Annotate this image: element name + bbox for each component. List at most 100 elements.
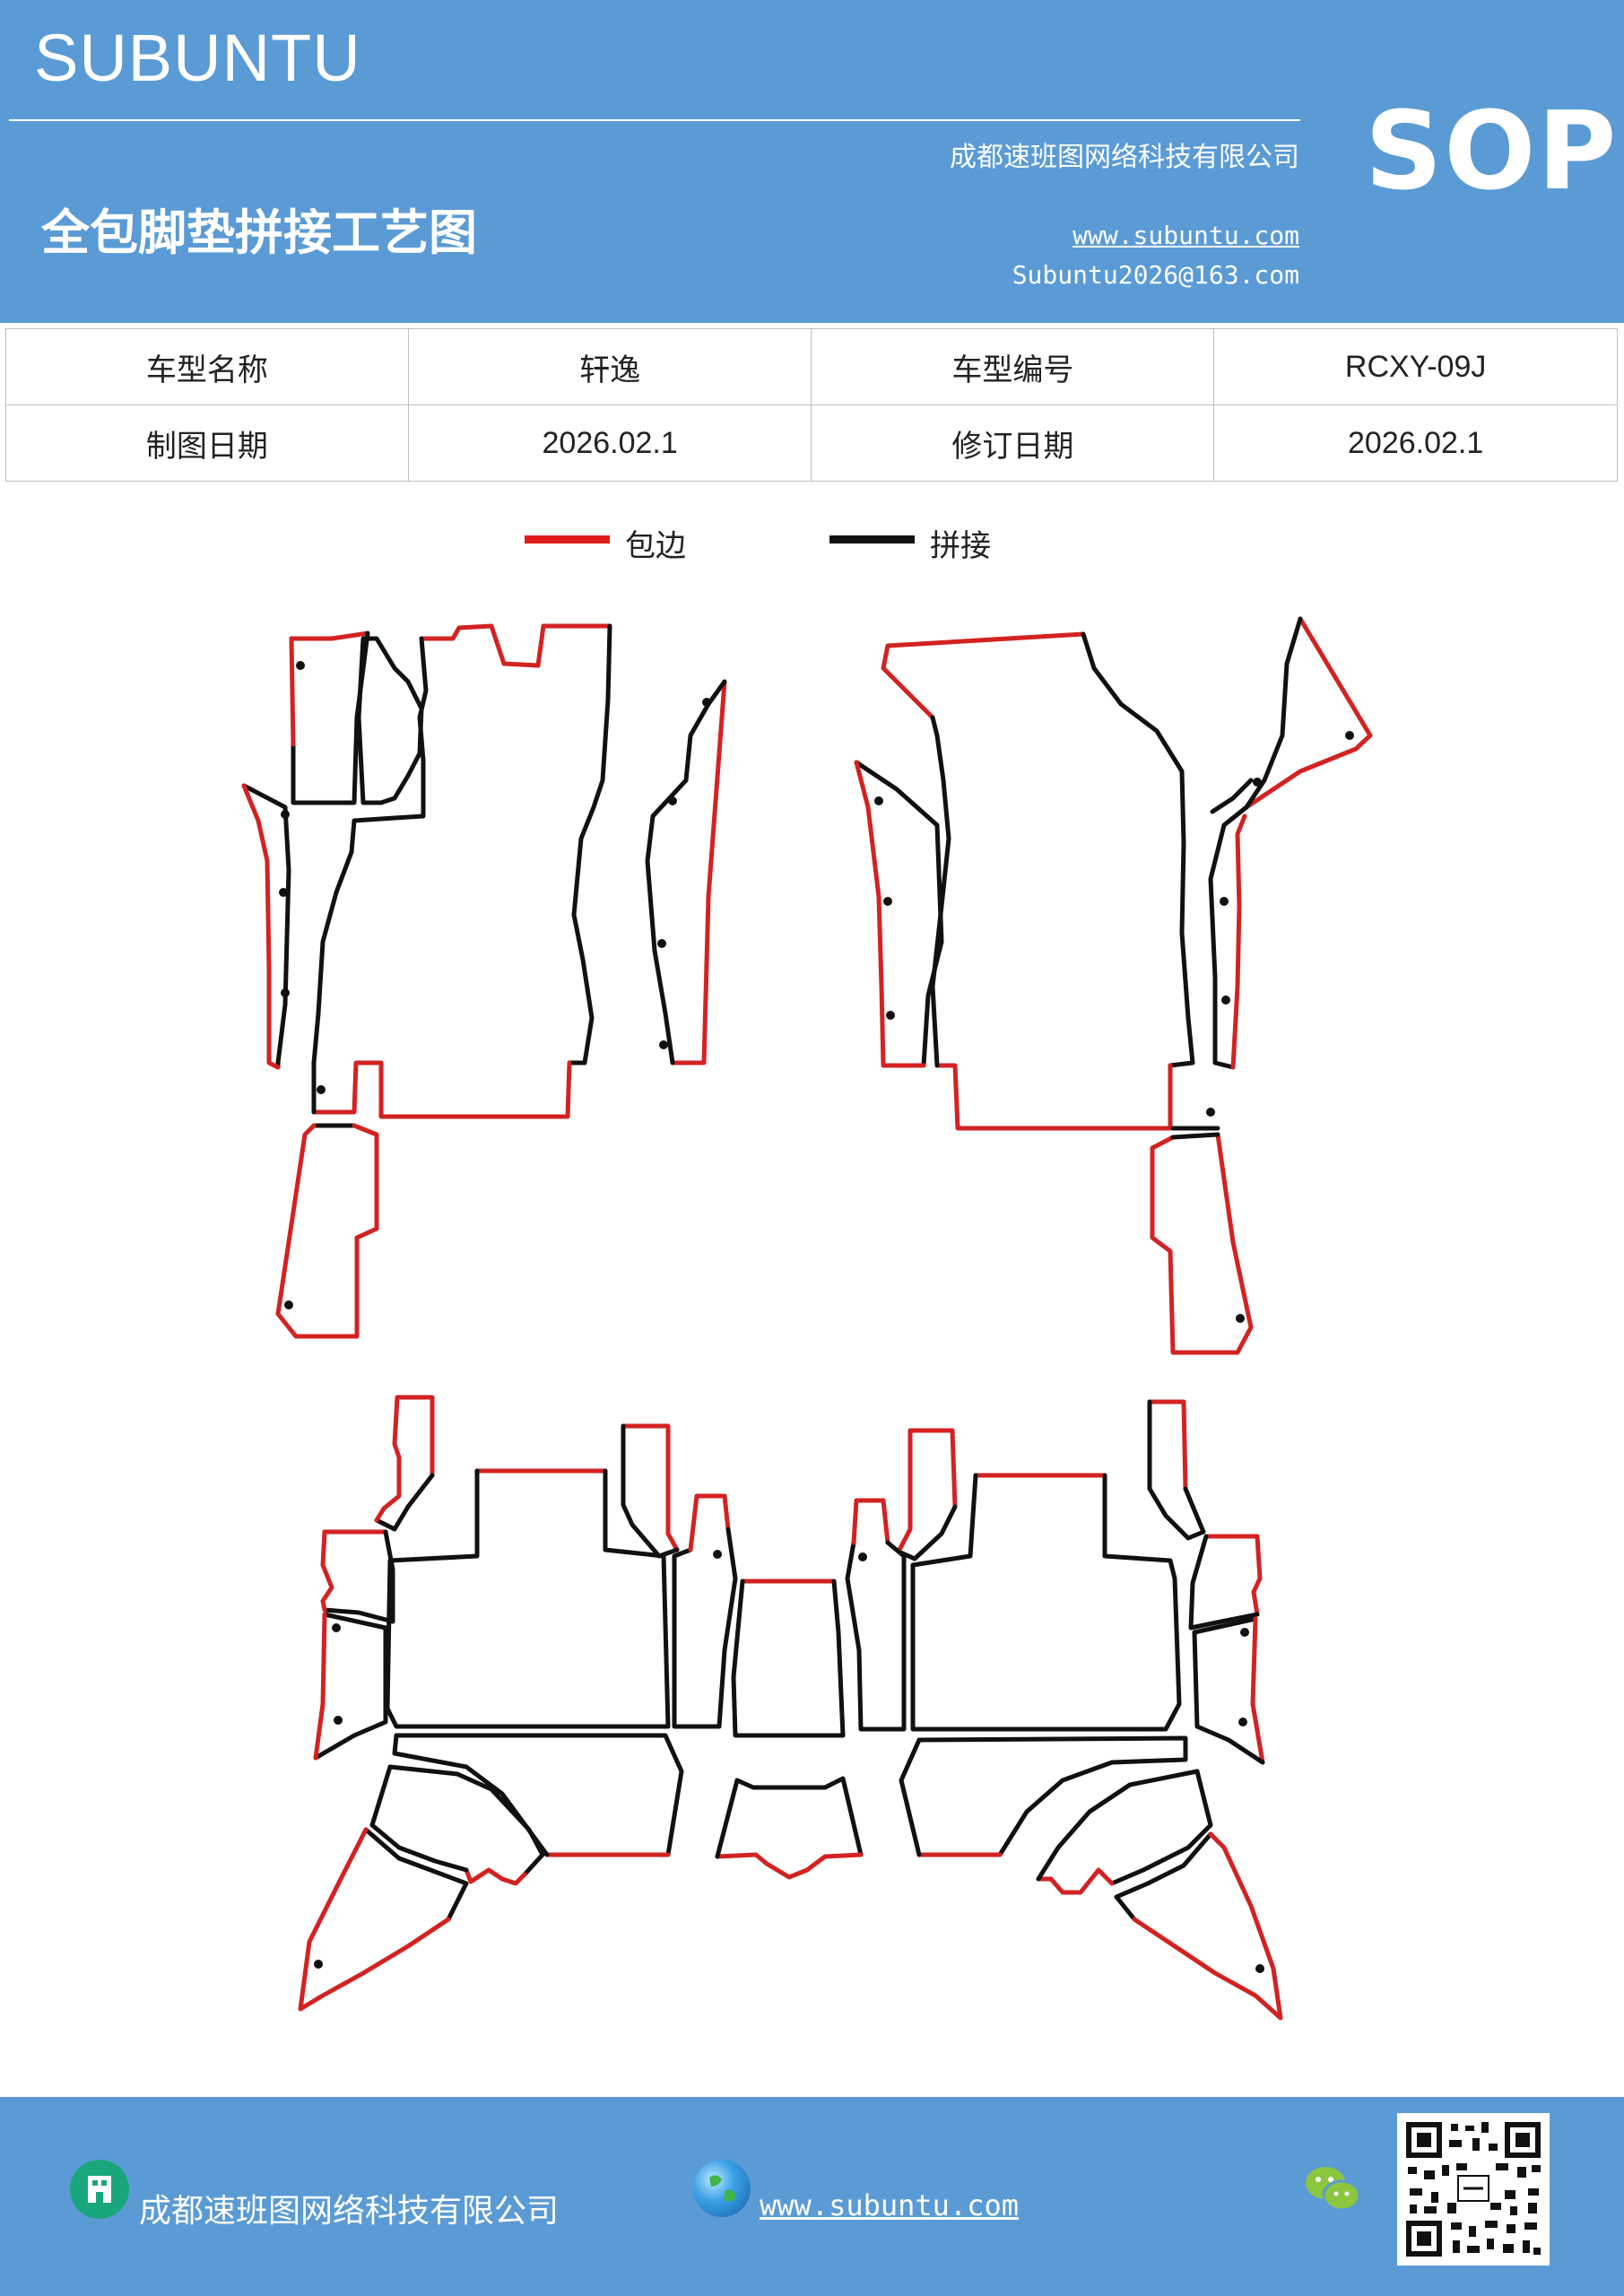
draw-date-label: 制图日期 — [5, 404, 409, 482]
header-website-link[interactable]: www.subuntu.com — [1073, 221, 1299, 250]
fixing-dot — [1220, 897, 1229, 906]
qr-code — [1397, 2113, 1550, 2266]
mat-piece — [311, 636, 429, 1115]
mat-piece — [1188, 1534, 1260, 1631]
brand-name: SUBUNTU — [34, 21, 361, 95]
fixing-dot — [317, 1085, 326, 1094]
footer-company: 成都速班图网络科技有限公司 — [139, 2193, 560, 2230]
fixing-dot — [1206, 1108, 1215, 1117]
legend-black-line — [829, 535, 915, 544]
mat-piece — [395, 1395, 435, 1478]
mat-piece — [1244, 616, 1303, 810]
mat-piece — [289, 631, 370, 641]
fixing-dot — [659, 1040, 668, 1049]
mat-piece — [694, 1493, 731, 1532]
fixing-dot — [883, 897, 892, 906]
wechat-icon[interactable] — [1302, 2161, 1363, 2215]
building-icon — [70, 2160, 129, 2219]
mat-piece — [1109, 1769, 1213, 1886]
model-name-label: 车型名称 — [5, 328, 409, 405]
mat-piece — [1210, 778, 1254, 814]
mat-piece — [1244, 616, 1373, 810]
mat-piece — [1230, 813, 1247, 1070]
legend-label-seam: 拼接 — [930, 528, 991, 564]
mat-piece — [1150, 1132, 1254, 1355]
fixing-dot — [1255, 1964, 1264, 1973]
document-title: 全包脚垫拼接工艺图 — [41, 204, 477, 261]
mat-piece — [845, 1540, 907, 1732]
mat-piece — [899, 1737, 922, 1857]
mat-piece — [298, 1827, 451, 2012]
mat-piece — [1036, 1867, 1115, 1895]
mat-piece — [1250, 1616, 1265, 1765]
mat-piece — [1081, 631, 1195, 1068]
rear-left-mat-group — [298, 1395, 738, 2012]
model-code-label: 车型编号 — [811, 328, 1215, 405]
mat-piece — [374, 1395, 402, 1523]
mat-piece — [854, 760, 944, 1068]
fixing-dot — [668, 796, 677, 805]
fixing-dot — [1221, 996, 1230, 1004]
mat-piece — [567, 623, 612, 1065]
fixing-dot — [279, 888, 288, 897]
mat-piece — [369, 1764, 469, 1873]
mat-piece — [1203, 1534, 1263, 1617]
fixing-dot — [713, 1550, 722, 1559]
fixing-dot — [281, 810, 290, 819]
header-banner: SUBUNTU 成都速班图网络科技有限公司 全包脚垫拼接工艺图 www.subu… — [0, 0, 1624, 323]
mat-piece — [1147, 1399, 1188, 1492]
mat-piece — [241, 783, 281, 1070]
mat-piece — [275, 1123, 379, 1339]
mat-piece — [715, 1778, 740, 1859]
fixing-dot — [1345, 731, 1354, 740]
mat-piece — [387, 1764, 545, 1877]
mat-piece — [1192, 1630, 1265, 1765]
fixing-dot — [332, 1623, 341, 1632]
rear-right-mat-group — [845, 1399, 1283, 2021]
mat-piece — [854, 1498, 890, 1545]
fixing-dot — [1253, 778, 1262, 787]
mat-piece — [320, 1529, 334, 1613]
mat-piece — [670, 679, 727, 1065]
globe-icon — [693, 2160, 751, 2217]
legend-label-binding: 包边 — [625, 528, 686, 564]
footer-website-link[interactable]: www.subuntu.com — [760, 2188, 1019, 2222]
fixing-dot — [874, 796, 883, 805]
mat-piece — [896, 1504, 958, 1561]
front-left-mat-group — [241, 623, 727, 1339]
fixing-dot — [858, 1552, 867, 1561]
mat-piece — [851, 1498, 859, 1545]
mat-piece — [374, 1473, 435, 1532]
mat-piece — [464, 1867, 527, 1886]
mat-piece — [621, 1423, 671, 1536]
mat-piece — [313, 1612, 327, 1761]
mat-piece — [1208, 804, 1249, 1070]
fixing-dot — [314, 1960, 323, 1969]
model-code-value: RCXY-09J — [1213, 328, 1618, 405]
fixing-dot — [702, 698, 711, 707]
header-divider — [9, 119, 1300, 121]
mat-piece — [241, 783, 291, 1070]
mat-piece — [688, 1493, 699, 1552]
mat-piece — [1036, 1769, 1200, 1882]
mat-piece — [665, 1531, 680, 1552]
mat-piece — [289, 636, 296, 747]
mat-piece — [363, 1827, 469, 1922]
vehicle-info-table: 车型名称 轩逸 车型编号 RCXY-09J 制图日期 2026.02.1 修订日… — [5, 328, 1618, 482]
mat-piece — [734, 1776, 864, 1857]
model-name-value: 轩逸 — [407, 328, 812, 405]
table-row: 车型名称 轩逸 车型编号 RCXY-09J — [5, 328, 1618, 405]
sop-badge: SOP — [1365, 90, 1619, 214]
mat-piece — [881, 631, 1086, 720]
fixing-dot — [657, 939, 666, 948]
legend-red-line — [525, 535, 610, 544]
mat-piece — [392, 1733, 550, 1857]
mat-piece — [1132, 1831, 1283, 2021]
mat-piece — [715, 1852, 864, 1880]
mat-piece — [1192, 1616, 1258, 1635]
mat-piece — [394, 1733, 684, 1857]
fixing-dot — [1240, 1628, 1249, 1637]
mat-piece — [910, 1473, 1182, 1732]
footer-banner: 成都速班图网络科技有限公司 www.subuntu.com — [0, 2097, 1624, 2296]
mat-piece — [1170, 1132, 1220, 1140]
